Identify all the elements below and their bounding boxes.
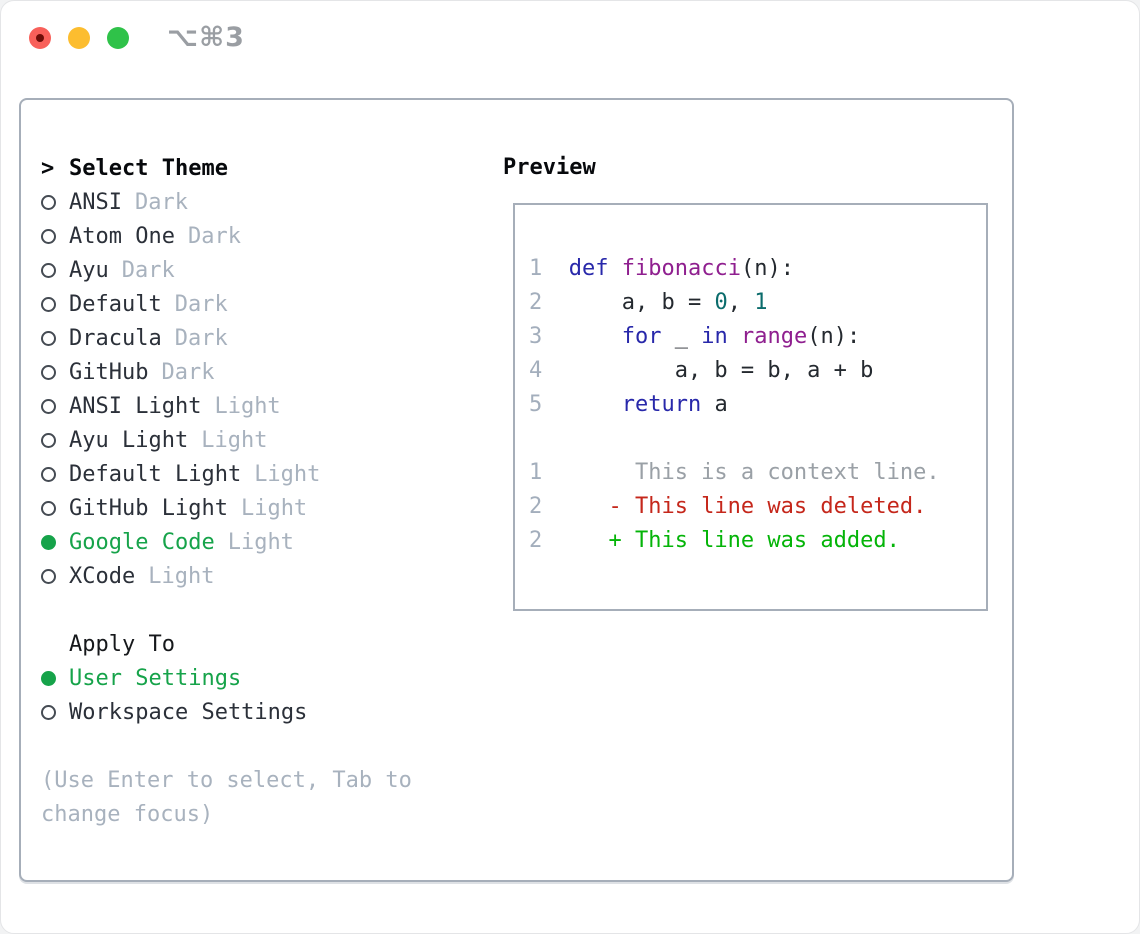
radio-icon [41, 568, 56, 584]
radio-icon [41, 262, 56, 278]
theme-variant-label: Dark [174, 291, 228, 317]
window-shortcut-label: ⌥⌘3 [167, 22, 245, 53]
theme-option-atom-one[interactable]: Atom One Dark [41, 219, 481, 253]
theme-option-xcode[interactable]: XCode Light [41, 559, 481, 593]
preview-code-line: 5 return a [529, 388, 986, 422]
theme-variant-label: Light [254, 461, 321, 487]
radio-icon [41, 432, 56, 448]
close-button[interactable] [29, 27, 51, 49]
preview-code-line: 3 for _ in range(n): [529, 320, 986, 354]
line-number: 5 [529, 392, 543, 417]
theme-option-default-light[interactable]: Default Light Light [41, 457, 481, 491]
theme-name: XCode [69, 563, 136, 589]
theme-variant-label: Light [214, 393, 281, 419]
theme-option-default[interactable]: Default Dark [41, 287, 481, 321]
line-number: 1 [529, 460, 543, 485]
focus-marker: > [41, 156, 69, 181]
preview-code-line: 2 + This line was added. [529, 524, 986, 558]
line-number: 4 [529, 358, 543, 383]
line-number: 1 [529, 256, 543, 281]
theme-option-ayu-light[interactable]: Ayu Light Light [41, 423, 481, 457]
preview-code-line: 4 a, b = b, a + b [529, 354, 986, 388]
radio-icon [41, 466, 56, 482]
theme-variant-label: Dark [161, 359, 215, 385]
theme-variant-label: Light [240, 495, 308, 521]
radio-icon [41, 398, 56, 414]
apply-to-label: Apply To [69, 631, 175, 657]
help-text-line-1: (Use Enter to select, Tab to [41, 767, 412, 793]
select-theme-label: Select Theme [69, 155, 228, 181]
theme-variant-label: Dark [134, 189, 188, 215]
theme-option-github-light[interactable]: GitHub Light Light [41, 491, 481, 525]
theme-name: Default [69, 291, 162, 317]
theme-option-google-code[interactable]: Google Code Light [41, 525, 481, 559]
apply-option-workspace-settings[interactable]: Workspace Settings [41, 695, 481, 729]
theme-name: Dracula [69, 325, 162, 351]
apply-to-header: Apply To [41, 627, 481, 661]
theme-name: Default Light [69, 461, 242, 487]
line-number: 2 [529, 528, 543, 553]
theme-option-ayu[interactable]: Ayu Dark [41, 253, 481, 287]
theme-name: GitHub [69, 359, 149, 385]
radio-icon [41, 194, 56, 210]
theme-option-github[interactable]: GitHub Dark [41, 355, 481, 389]
titlebar: ⌥⌘3 [1, 1, 1139, 76]
radio-icon [41, 296, 56, 312]
theme-name: ANSI [69, 189, 122, 215]
apply-option-user-settings[interactable]: User Settings [41, 661, 481, 695]
preview-code-line: 1 This is a context line. [529, 456, 986, 490]
line-number: 2 [529, 494, 543, 519]
minimize-button[interactable] [68, 27, 90, 49]
line-number: 2 [529, 290, 543, 315]
theme-option-ansi-light[interactable]: ANSI Light Light [41, 389, 481, 423]
preview-code-line [529, 422, 986, 456]
radio-icon [41, 704, 56, 720]
preview-title: Preview [503, 155, 596, 180]
radio-icon [41, 330, 56, 346]
theme-name: GitHub Light [69, 495, 228, 521]
theme-option-ansi[interactable]: ANSI Dark [41, 185, 481, 219]
select-theme-header: > Select Theme [41, 151, 481, 185]
theme-name: Google Code [69, 529, 215, 555]
preview-code-line: 2 - This line was deleted. [529, 490, 986, 524]
apply-option-name: User Settings [69, 665, 242, 691]
theme-name: ANSI Light [69, 393, 202, 419]
window-controls [29, 27, 129, 49]
zoom-button[interactable] [107, 27, 129, 49]
theme-name: Ayu [69, 257, 109, 283]
radio-selected-icon [41, 534, 56, 550]
line-number: 3 [529, 324, 543, 349]
help-text-line-2: change focus) [41, 801, 214, 827]
apply-option-name: Workspace Settings [69, 699, 308, 725]
theme-name: Ayu Light [69, 427, 189, 453]
radio-icon [41, 500, 56, 516]
theme-variant-label: Light [201, 427, 268, 453]
theme-variant-label: Dark [187, 223, 241, 249]
theme-variant-label: Dark [121, 257, 175, 283]
radio-icon [41, 364, 56, 380]
chevron-right-icon: > [41, 155, 55, 181]
theme-option-dracula[interactable]: Dracula Dark [41, 321, 481, 355]
theme-name: Atom One [69, 223, 175, 249]
preview-code-line: 2 a, b = 0, 1 [529, 286, 986, 320]
radio-selected-icon [41, 670, 56, 686]
theme-variant-label: Light [148, 563, 215, 589]
theme-variant-label: Dark [174, 325, 228, 351]
radio-icon [41, 228, 56, 244]
theme-variant-label: Light [227, 529, 294, 555]
